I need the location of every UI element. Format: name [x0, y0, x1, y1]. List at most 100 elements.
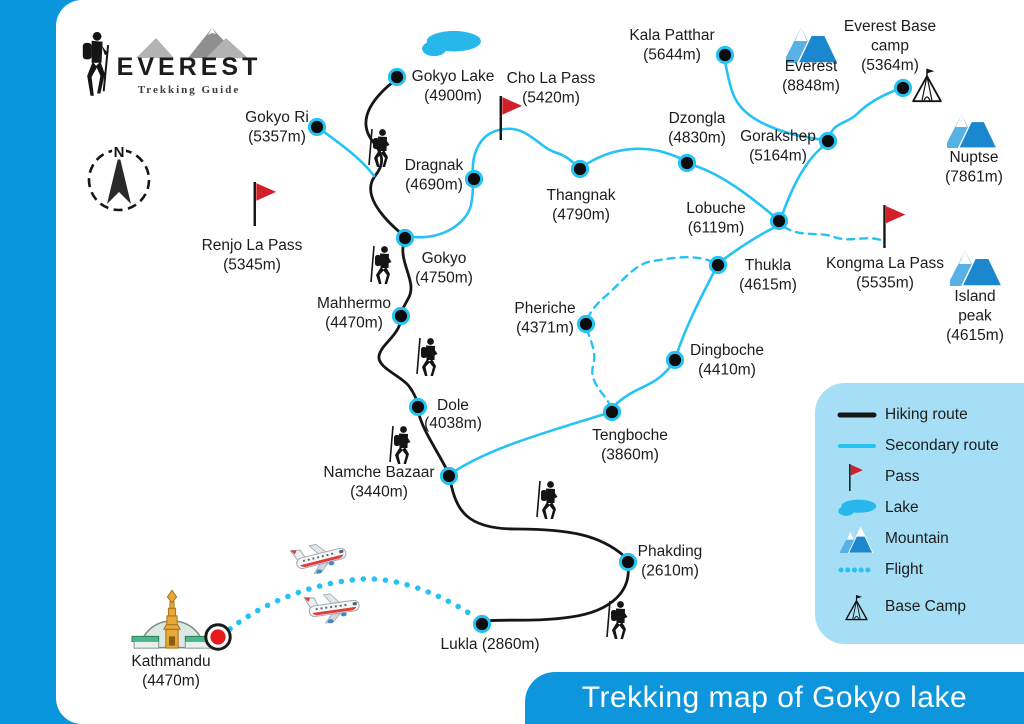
legend-label-secondary: Secondary route — [885, 436, 999, 454]
flight-swatch-icon — [837, 555, 885, 585]
cho-la-pass-label-line-2: (5420m) — [522, 90, 580, 107]
legend-item-lake: Lake — [837, 492, 1024, 523]
gorakshep-label-line-1: Gorakshep — [740, 128, 816, 145]
cho-la-pass-label-line-1: Cho La Pass — [507, 70, 596, 87]
thangnak-label-line-2: (4790m) — [552, 207, 610, 224]
kathmandu-stupa-icon — [131, 589, 213, 649]
mahhermo-label-line-2: (4470m) — [325, 315, 383, 332]
thukla-to-dingboche-route — [674, 266, 718, 359]
gorakshep-label-line-2: (5164m) — [749, 148, 807, 165]
gorakshep-to-base-camp-route — [827, 87, 901, 140]
gokyo-ri-label-line-1: Gokyo Ri — [245, 109, 309, 126]
features-layer: Gokyo Lake(4900m)Gokyo Ri(5357m)Dragnak(… — [131, 18, 1004, 690]
map-title: Trekking map of Gokyo lake — [581, 681, 968, 714]
tengboche-node — [602, 402, 622, 422]
lobuche-to-thukla-route — [718, 224, 779, 264]
dragnak-label-line-1: Dragnak — [405, 157, 464, 174]
tengboche-label-line-2: (3860m) — [601, 447, 659, 464]
logo-mountains-icon — [136, 28, 248, 58]
dragnak-node — [464, 169, 484, 189]
thangnak-label-line-1: Thangnak — [547, 187, 616, 204]
dzongla-to-lobuche-route — [687, 162, 778, 220]
kongma-la-pass-flag-icon — [883, 205, 906, 248]
lobuche-node — [769, 211, 789, 231]
renjo-la-pass-label-line-2: (5345m) — [223, 257, 281, 274]
gokyo-lake-node — [387, 67, 407, 87]
hiker-icon — [368, 128, 391, 168]
feature-nodes — [204, 45, 913, 651]
hiker-icon — [370, 245, 393, 285]
everest-label-line-1: Everest — [785, 58, 838, 75]
legend-item-hiking: Hiking route — [837, 399, 1024, 430]
pass-swatch-icon — [837, 462, 885, 492]
mahhermo-label-line-1: Mahhermo — [317, 295, 391, 312]
gorakshep-node — [818, 131, 838, 151]
lobuche-label-line-1: Lobuche — [686, 200, 745, 217]
secondary-swatch-icon — [837, 431, 885, 461]
nuptse-label-line-2: (7861m) — [945, 169, 1003, 186]
dingboche-to-tengboche-route — [611, 361, 675, 409]
legend-label-mountain: Mountain — [885, 529, 949, 547]
renjo-la-pass-flag-icon — [253, 182, 277, 226]
dingboche-node — [665, 350, 685, 370]
kongma-la-pass-label-line-1: Kongma La Pass — [826, 255, 944, 272]
namche-bazaar-to-phakding-route — [448, 477, 626, 558]
kongma-la-pass-label-line-2: (5535m) — [856, 275, 914, 292]
dzongla-label-line-1: Dzongla — [669, 110, 726, 127]
legend-label-pass: Pass — [885, 467, 920, 485]
hiker-icon — [536, 480, 559, 520]
everest-base-camp-label-line-3: (5364m) — [861, 57, 919, 74]
gokyo-label-line-2: (4750m) — [415, 270, 473, 287]
plane-icon — [289, 536, 351, 580]
compass-circle — [87, 148, 151, 212]
nuptse-mountain-icon — [947, 107, 997, 148]
decorations-layer — [289, 128, 629, 640]
lobuche-to-gorakshep-route — [779, 142, 828, 220]
thukla-label-line-2: (4615m) — [739, 277, 797, 294]
kala-patthar-label-line-1: Kala Patthar — [629, 27, 714, 44]
phakding-label-line-1: Phakding — [638, 543, 703, 560]
thangnak-node — [570, 159, 590, 179]
thukla-node — [708, 255, 728, 275]
everest-label-line-2: (8848m) — [782, 78, 840, 95]
phakding-label-line-2: (2610m) — [641, 563, 699, 580]
pheriche-node — [576, 314, 596, 334]
dole-label-line-1: Dole — [437, 397, 469, 414]
renjo-la-pass-label-line-1: Renjo La Pass — [202, 237, 303, 254]
gokyo-ri-link-route — [318, 127, 376, 178]
everest-base-camp-label-line-2: camp — [871, 38, 909, 55]
island-peak-label-line-2: peak — [958, 308, 992, 325]
basecamp-swatch-icon — [837, 592, 885, 622]
everest-mountain-icon — [786, 20, 838, 63]
kathmandu-label-line-1: Kathmandu — [131, 653, 210, 670]
phakding-node — [618, 552, 638, 572]
mahhermo-node — [391, 306, 411, 326]
dingboche-label-line-2: (4410m) — [698, 362, 756, 379]
legend-item-mountain: Mountain — [837, 523, 1024, 554]
hiker-icon — [606, 600, 629, 640]
gokyo-to-mahhermo-route — [399, 239, 413, 315]
dragnak-label-line-2: (4690m) — [405, 177, 463, 194]
legend-label-lake: Lake — [885, 498, 919, 516]
gokyo-lake-label-line-1: Gokyo Lake — [412, 68, 495, 85]
hiking-swatch-icon — [837, 400, 885, 430]
lukla-label-line-1: Lukla (2860m) — [440, 636, 539, 653]
island-peak-label-line-3: (4615m) — [946, 327, 1004, 344]
dragnak-to-thangnak-cho-la-route — [471, 127, 579, 178]
legend-item-pass: Pass — [837, 461, 1024, 492]
tengboche-label-line-1: Tengboche — [592, 427, 668, 444]
kathmandu-to-lukla-flight-route — [227, 576, 478, 632]
routes-layer — [227, 56, 901, 632]
dingboche-label-line-1: Dingboche — [690, 342, 764, 359]
legend-label-basecamp: Base Camp — [885, 597, 966, 615]
dzongla-label-line-2: (4830m) — [668, 130, 726, 147]
gokyo-ri-label-line-2: (5357m) — [248, 129, 306, 146]
legend-item-flight: Flight — [837, 554, 1024, 585]
namche-bazaar-label-line-1: Namche Bazaar — [323, 464, 434, 481]
dole-label-line-2: (4038m) — [424, 415, 482, 432]
pheriche-label-line-1: Pheriche — [514, 300, 575, 317]
feature-labels: Gokyo Lake(4900m)Gokyo Ri(5357m)Dragnak(… — [131, 18, 1004, 690]
